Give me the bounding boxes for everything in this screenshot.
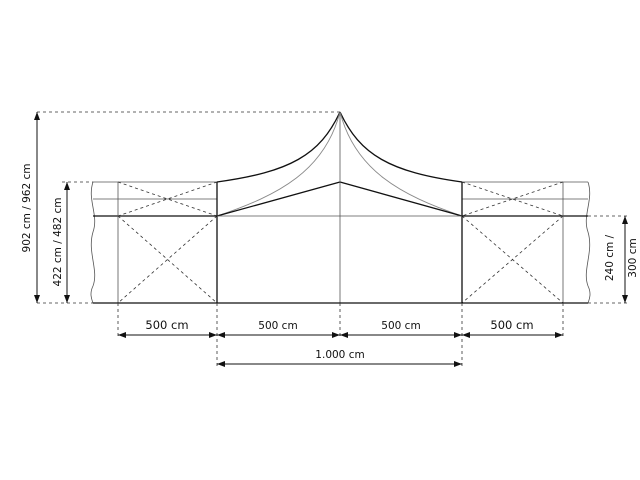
- dim-label-side-height: 422 cm / 482 cm: [52, 198, 64, 287]
- dim-label-eave-height-line2: 300 cm: [627, 238, 639, 277]
- dimension-lines: [34, 112, 628, 367]
- dimension-labels: 500 cm 500 cm 500 cm 500 cm 1.000 cm 902…: [21, 164, 639, 361]
- dim-label-right-bay: 500 cm: [490, 318, 533, 332]
- right-open-edge: [585, 181, 591, 304]
- left-open-edge: [90, 181, 96, 304]
- dim-label-eave-height-line1: 240 cm /: [604, 234, 616, 281]
- extension-lines: [37, 111, 630, 368]
- dim-label-center-right: 500 cm: [381, 320, 420, 332]
- central-pagoda: [216, 111, 463, 303]
- dim-label-total-width: 1.000 cm: [315, 349, 364, 361]
- dim-label-left-bay: 500 cm: [145, 318, 188, 332]
- right-side-bay: [461, 181, 591, 304]
- left-side-bay: [90, 181, 218, 304]
- pagoda-roof-left: [216, 111, 341, 183]
- dim-label-overall-height: 902 cm / 962 cm: [21, 164, 33, 253]
- pagoda-roof-right: [339, 111, 463, 183]
- dim-label-center-left: 500 cm: [258, 320, 297, 332]
